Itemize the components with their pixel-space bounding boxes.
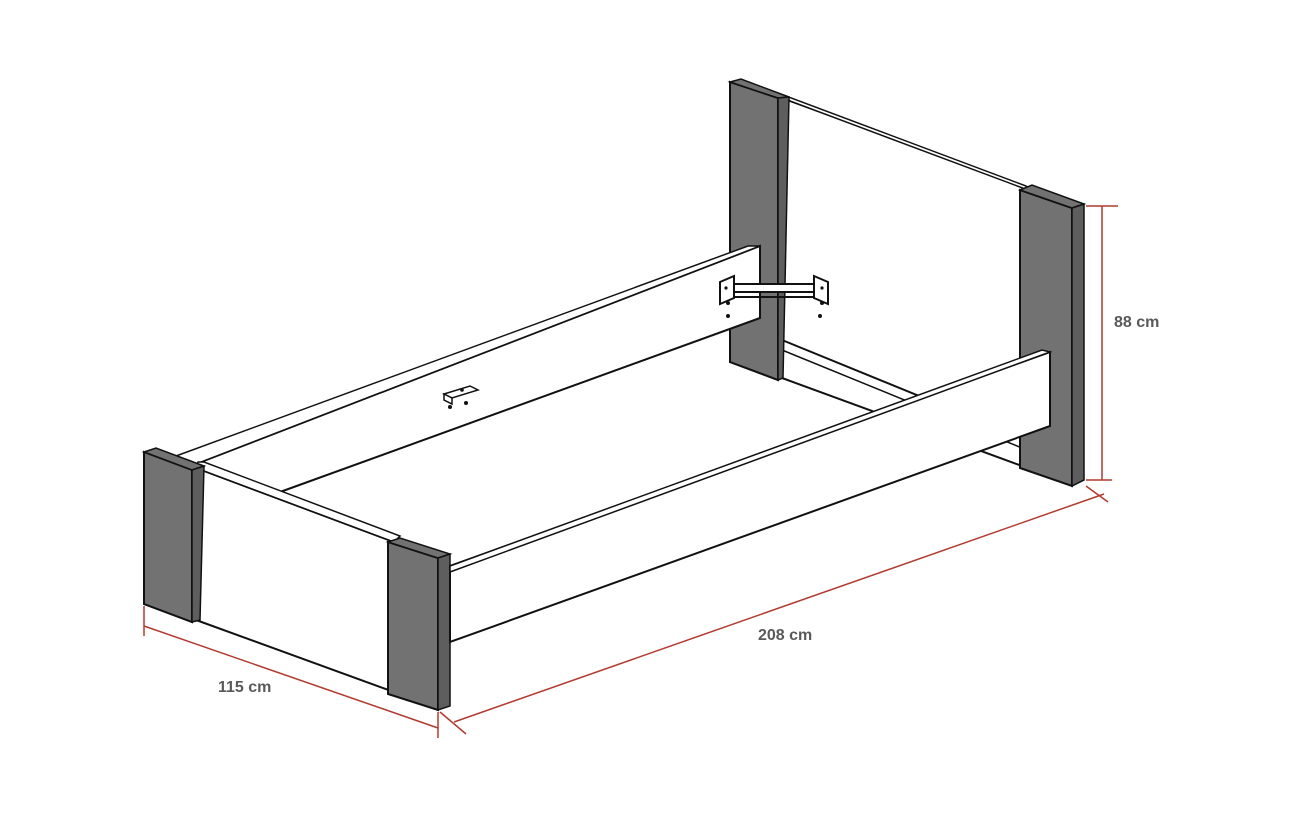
headboard-bracket-right-plate: [813, 274, 829, 306]
headboard-left-post: [729, 80, 779, 382]
footboard-left-post-side: [191, 464, 205, 623]
center-bracket-screw-1: [460, 388, 464, 392]
footboard-right-post: [387, 540, 439, 712]
center-bracket: [441, 385, 481, 409]
center-bracket-screw-2: [448, 405, 452, 409]
footboard-right-post-side: [437, 552, 451, 712]
center-bracket-screw-3: [464, 401, 468, 405]
left-side-rail: [173, 244, 761, 494]
headboard-bracket-left-plate: [719, 274, 735, 306]
width-label: 115 cm: [218, 679, 271, 696]
headboard-bracket-screw-1: [724, 286, 728, 290]
headboard-bracket-screw-5: [726, 314, 730, 318]
length-dimension-tick-left: [439, 711, 467, 735]
dimension-lines: [143, 205, 1118, 738]
headboard-bracket-screw-6: [818, 314, 822, 318]
headboard-bracket-screw-3: [726, 301, 730, 305]
length-label: 208 cm: [758, 627, 812, 644]
headboard-right-post: [1019, 188, 1073, 488]
headboard-bracket-bar: [733, 283, 817, 293]
length-dimension-tick-right: [1085, 485, 1109, 503]
headboard-bracket: [719, 274, 829, 318]
height-label: 88 cm: [1114, 314, 1159, 331]
footboard-left-post: [143, 450, 193, 624]
left-side-rail-face: [193, 244, 761, 494]
width-dimension-line: [143, 625, 439, 729]
right-side-rail-top: [449, 349, 1053, 574]
left-side-rail-top: [173, 245, 761, 465]
footboard: [141, 447, 453, 712]
headboard-bracket-screw-2: [820, 286, 824, 290]
headboard-bracket-screw-4: [820, 301, 824, 305]
headboard-right-post-side: [1071, 202, 1085, 488]
length-dimension-line: [453, 493, 1105, 723]
center-bracket-side: [443, 392, 453, 406]
right-side-rail: [449, 349, 1053, 644]
